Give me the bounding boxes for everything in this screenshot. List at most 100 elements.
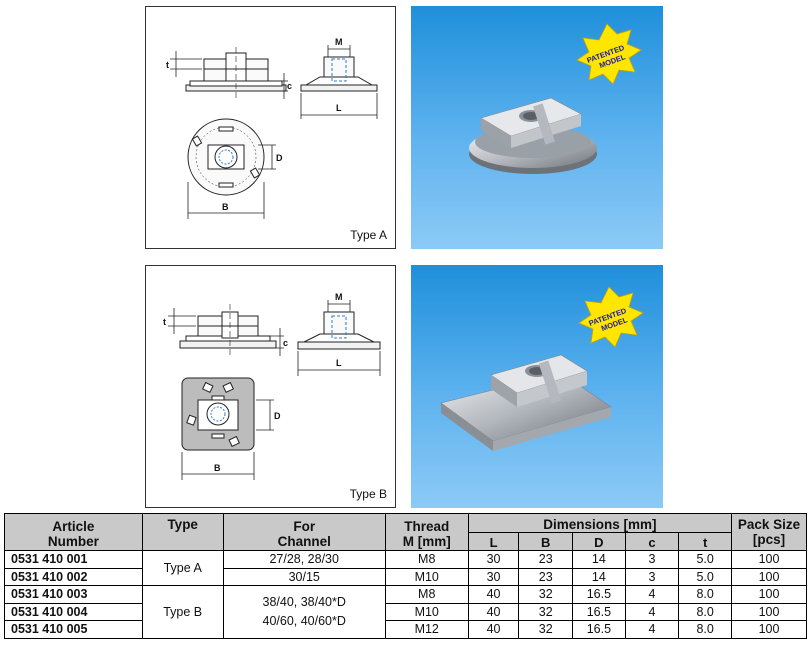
dim-c-label: c — [283, 338, 288, 348]
cell-type-group-b: Type B — [141, 585, 224, 639]
cell-dim-t: 5.0 — [678, 567, 732, 586]
type-b-photo-svg: PATENTED MODEL — [440, 286, 644, 451]
cell-dim-t: 8.0 — [678, 602, 732, 621]
cell-thread: M12 — [384, 620, 469, 639]
type-a-nut-render — [469, 97, 597, 174]
type-b-drawing-svg: t c M L — [163, 292, 381, 480]
cell-channel-group-b: 38/40, 38/40*D 40/60, 40/60*D — [222, 585, 386, 639]
cell-dim-b: 32 — [518, 585, 574, 604]
type-a-drawing-svg: t c M L — [166, 37, 378, 219]
cell-article: 0531 410 005 — [4, 620, 143, 639]
cell-dim-l: 40 — [467, 620, 520, 639]
cell-article: 0531 410 001 — [4, 550, 143, 569]
header-pack-size: Pack Size [pcs] — [731, 513, 807, 551]
cell-thread: M10 — [384, 567, 469, 586]
dim-l-label: L — [336, 358, 342, 368]
cell-dim-c: 4 — [624, 602, 680, 621]
cell-thread: M8 — [384, 585, 469, 604]
table-header-row: Article Number Type For Channel Thread M… — [4, 513, 807, 551]
cell-channel: 27/28, 28/30 — [222, 550, 386, 569]
cell-dim-l: 40 — [467, 585, 520, 604]
cell-pack: 100 — [731, 602, 807, 621]
header-dimensions: Dimensions [mm] — [467, 513, 733, 533]
type-a-photo-svg: PATENTED MODEL — [469, 23, 642, 174]
cell-dim-b: 32 — [518, 620, 574, 639]
cell-dim-b: 23 — [518, 550, 574, 569]
cell-dim-d: 16.5 — [572, 620, 626, 639]
type-a-technical-drawing: t c M L — [145, 6, 396, 249]
cell-dim-d: 16.5 — [572, 602, 626, 621]
type-b-technical-drawing: t c M L — [145, 265, 396, 508]
dim-l-label: L — [336, 103, 342, 113]
dim-m-label: M — [335, 292, 343, 302]
header-thread-line-2: M [mm] — [402, 533, 451, 549]
header-thread-line-1: Thread — [404, 518, 450, 534]
cell-dim-d: 16.5 — [572, 585, 626, 604]
cell-channel: 30/15 — [222, 567, 386, 586]
table-row: 0531 410 001 Type A 27/28, 28/30 M8 30 2… — [4, 550, 807, 586]
cell-dim-c: 4 — [624, 585, 680, 604]
cell-dim-l: 40 — [467, 602, 520, 621]
header-dim-d: D — [572, 532, 626, 551]
type-a-label: Type A — [350, 228, 387, 242]
patented-badge: PATENTED MODEL — [576, 23, 642, 85]
dim-c-label: c — [287, 81, 292, 91]
header-article-number: Article Number — [4, 513, 143, 551]
cell-dim-t: 8.0 — [678, 585, 732, 604]
cell-dim-l: 30 — [467, 567, 520, 586]
table-row: 0531 410 003 Type B 38/40, 38/40*D 40/60… — [4, 585, 807, 639]
header-thread: Thread M [mm] — [384, 513, 469, 551]
dim-d-label: D — [276, 153, 283, 163]
dim-b-label: B — [222, 202, 229, 212]
cell-pack: 100 — [731, 550, 807, 569]
cell-dim-d: 14 — [572, 567, 626, 586]
cell-type-group-a: Type A — [141, 550, 224, 586]
cell-dim-d: 14 — [572, 550, 626, 569]
cell-article: 0531 410 004 — [4, 602, 143, 621]
cell-dim-l: 30 — [467, 550, 520, 569]
cell-article: 0531 410 002 — [4, 567, 143, 586]
cell-dim-c: 3 — [624, 567, 680, 586]
cell-dim-c: 4 — [624, 620, 680, 639]
header-article-line-1: Article — [52, 518, 95, 534]
type-b-nut-render — [440, 354, 612, 451]
header-type: Type — [141, 513, 224, 551]
cell-channel-line-2: 40/60, 40/60*D — [262, 613, 346, 628]
cell-thread: M8 — [384, 550, 469, 569]
dim-m-label: M — [335, 37, 343, 47]
cell-article: 0531 410 003 — [4, 585, 143, 604]
table-row: 0531 410 002 30/15 M10 30 23 14 3 5.0 10… — [4, 567, 807, 586]
cell-dim-b: 32 — [518, 602, 574, 621]
header-pack-line-2: [pcs] — [752, 532, 786, 547]
cell-dim-t: 5.0 — [678, 550, 732, 569]
cell-thread: M10 — [384, 602, 469, 621]
header-dim-l: L — [467, 532, 520, 551]
type-b-product-photo: PATENTED MODEL — [411, 265, 663, 508]
dim-d-label: D — [274, 411, 281, 421]
header-for-line-2: Channel — [277, 533, 331, 549]
table-row: 0531 410 004 M10 40 32 16.5 4 8.0 100 — [4, 602, 807, 621]
cell-dim-b: 23 — [518, 567, 574, 586]
cell-pack: 100 — [731, 620, 807, 639]
header-for-line-1: For — [293, 518, 316, 534]
header-dim-t: t — [678, 532, 732, 551]
header-for-channel: For Channel — [222, 513, 386, 551]
cell-channel-line-1: 38/40, 38/40*D — [262, 594, 346, 609]
dim-b-label: B — [214, 463, 221, 473]
header-article-line-2: Number — [47, 533, 99, 549]
dim-t-label: t — [166, 60, 169, 70]
patented-badge: PATENTED MODEL — [578, 286, 644, 348]
header-dim-b: B — [518, 532, 574, 551]
specification-table: Article Number Type For Channel Thread M… — [4, 513, 807, 639]
cell-pack: 100 — [731, 585, 807, 604]
table-subheader-row: L B D c t — [5, 532, 807, 551]
table-row: 0531 410 005 M12 40 32 16.5 4 8.0 100 — [4, 620, 807, 639]
type-a-product-photo: PATENTED MODEL — [411, 6, 663, 249]
cell-dim-t: 8.0 — [678, 620, 732, 639]
cell-pack: 100 — [731, 567, 807, 586]
type-b-label: Type B — [349, 487, 387, 501]
header-type-label: Type — [167, 517, 198, 532]
dim-t-label: t — [163, 317, 166, 327]
cell-dim-c: 3 — [624, 550, 680, 569]
header-pack-line-1: Pack Size — [737, 517, 801, 532]
